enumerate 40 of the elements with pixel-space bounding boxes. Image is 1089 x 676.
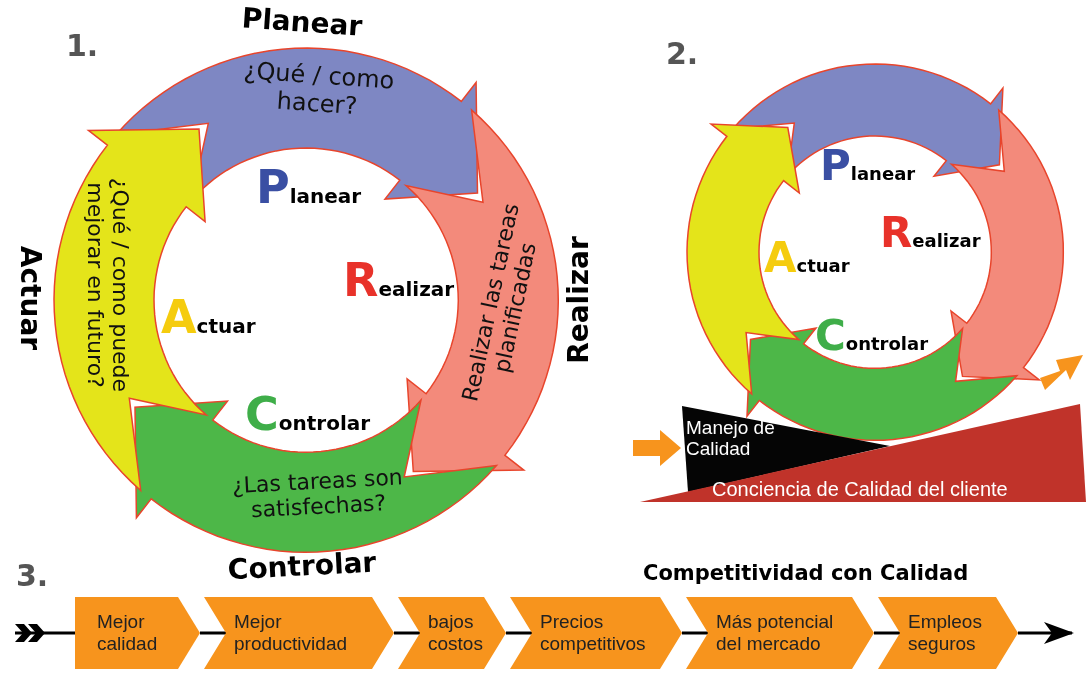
stage-title: Actuar — [13, 245, 47, 351]
wedge-text: Manejo de Calidad — [686, 418, 776, 460]
wedge-shape — [640, 404, 1086, 502]
chevron-shape — [398, 597, 506, 669]
step-text: Más potencial del mercado — [716, 611, 835, 655]
section-number: 2. — [666, 36, 699, 71]
phase-label: Planear — [820, 141, 916, 190]
arrow — [1018, 622, 1074, 644]
connector-line — [506, 631, 532, 635]
wedge-text: Conciencia de Calidad del cliente — [712, 478, 1009, 500]
chevron-shape — [510, 597, 682, 669]
section-number: 3. — [16, 558, 49, 593]
section-number: 1. — [66, 28, 99, 63]
stage-title: Planear — [240, 1, 364, 43]
arrow-text: ¿Las tareas son satisfechas? — [230, 463, 405, 525]
chevron-shape — [878, 597, 1018, 669]
chevron-shape — [75, 597, 200, 669]
step-text: Mejor productividad — [234, 611, 349, 655]
phase-label: Controlar — [245, 387, 371, 441]
step-text: Empleos seguros — [908, 611, 983, 655]
connector-line — [682, 631, 708, 635]
phase-label: Realizar — [343, 253, 455, 307]
phase-label: Controlar — [815, 311, 929, 360]
connector-line — [200, 631, 226, 635]
step-text: bajos costos — [428, 611, 484, 655]
phase-label: Realizar — [880, 208, 981, 257]
section-heading: Competitividad con Calidad — [643, 561, 969, 585]
step-text: Mejor calidad — [97, 611, 159, 655]
connector-line — [394, 631, 420, 635]
stage-title: Realizar — [561, 236, 595, 364]
chevron-shape — [204, 597, 394, 669]
phase-label: Planear — [256, 160, 362, 214]
connector-line — [874, 631, 900, 635]
chevron-shape — [686, 597, 874, 669]
arrow-text: ¿Qué / como hacer? — [241, 56, 397, 122]
phase-label: Actuar — [764, 233, 850, 282]
stage-title: Controlar — [227, 545, 377, 587]
step-text: Precios competitivos — [540, 611, 647, 655]
phase-label: Actuar — [161, 290, 256, 344]
arrow-text: ¿Qué / como puede mejorar en futuro? — [82, 176, 134, 395]
